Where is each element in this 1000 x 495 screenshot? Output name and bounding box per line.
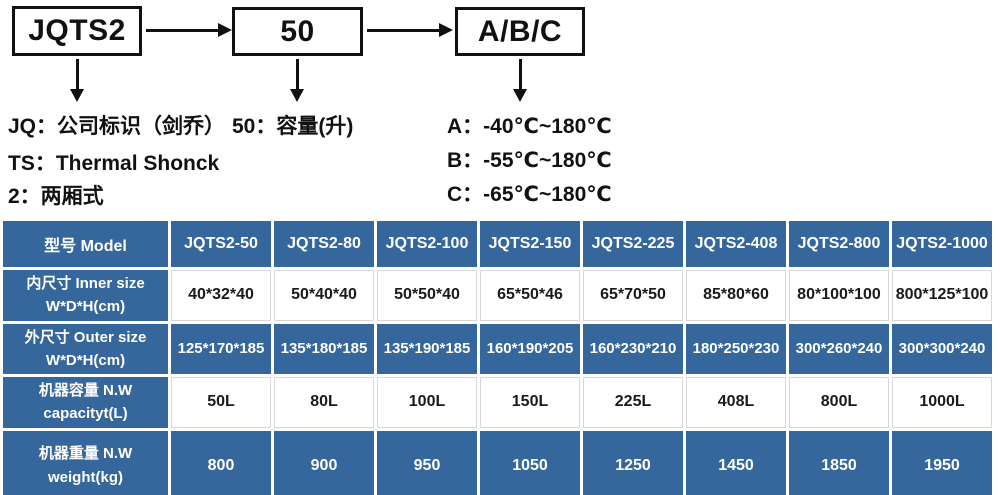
spec-value-cell: 1450 [686, 430, 786, 495]
arrow-right-icon [146, 29, 218, 32]
note-grade-a-range: A：-40℃~180℃ [447, 115, 612, 138]
header-model-label: 型号 Model [3, 221, 168, 267]
header-model-cell: JQTS2-150 [480, 221, 580, 267]
spec-value-cell: 135*190*185 [377, 323, 477, 374]
header-model-cell: JQTS2-50 [171, 221, 271, 267]
spec-value-cell: 1250 [583, 430, 683, 495]
diagram-box-capacity-label: 50 [280, 14, 315, 48]
spec-value-cell: 65*50*46 [480, 270, 580, 321]
arrow-down-icon [296, 59, 299, 90]
table-header-row: 型号 Model JQTS2-50 JQTS2-80 JQTS2-100 JQT… [3, 221, 992, 267]
spec-value-cell: 150L [480, 377, 580, 428]
note-grade-c-range: C：-65℃~180℃ [447, 183, 612, 206]
spec-value-cell: 80*100*100 [789, 270, 889, 321]
header-model-cell: JQTS2-408 [686, 221, 786, 267]
spec-value-cell: 50*40*40 [274, 270, 374, 321]
model-naming-diagram: JQTS2 50 A/B/C JQ：公司标识（剑乔） TS：Thermal Sh… [0, 0, 1000, 215]
weight-row: 机器重量 N.W weight(kg) 800 900 950 1050 125… [3, 430, 992, 495]
spec-value-cell: 800 [171, 430, 271, 495]
spec-value-cell: 65*70*50 [583, 270, 683, 321]
row-label-zh: 机器容量 N.W [38, 382, 133, 399]
spec-value-cell: 300*300*240 [892, 323, 992, 374]
spec-value-cell: 135*180*185 [274, 323, 374, 374]
header-model-cell: JQTS2-225 [583, 221, 683, 267]
spec-value-cell: 40*32*40 [171, 270, 271, 321]
spec-value-cell: 180*250*230 [686, 323, 786, 374]
spec-value-cell: 800*125*100 [892, 270, 992, 321]
spec-value-cell: 900 [274, 430, 374, 495]
arrow-down-head-icon [290, 89, 304, 102]
spec-value-cell: 1000L [892, 377, 992, 428]
spec-value-cell: 160*190*205 [480, 323, 580, 374]
note-2-meaning: 2：两厢式 [8, 185, 104, 208]
note-grade-b-range: B：-55℃~180℃ [447, 149, 612, 172]
spec-value-cell: 300*260*240 [789, 323, 889, 374]
row-label-cell: 内尺寸 Inner size W*D*H(cm) [3, 270, 168, 321]
row-label-cell: 外尺寸 Outer size W*D*H(cm) [3, 323, 168, 374]
spec-value-cell: 1050 [480, 430, 580, 495]
spec-value-cell: 950 [377, 430, 477, 495]
diagram-box-temp-grade: A/B/C [455, 7, 585, 56]
spec-value-cell: 50*50*40 [377, 270, 477, 321]
row-label-cell: 机器容量 N.W capacityt(L) [3, 377, 168, 428]
row-label-zh: 内尺寸 Inner size [26, 275, 145, 292]
spec-value-cell: 85*80*60 [686, 270, 786, 321]
capacity-row: 机器容量 N.W capacityt(L) 50L 80L 100L 150L … [3, 377, 992, 428]
outer-size-row: 外尺寸 Outer size W*D*H(cm) 125*170*185 135… [3, 323, 992, 374]
arrow-down-icon [519, 59, 522, 90]
spec-value-cell: 800L [789, 377, 889, 428]
spec-value-cell: 408L [686, 377, 786, 428]
arrow-right-head-icon [218, 23, 232, 37]
row-label-zh: 机器重量 N.W [38, 445, 133, 463]
row-label-en: W*D*H(cm) [45, 351, 126, 369]
header-model-cell: JQTS2-800 [789, 221, 889, 267]
diagram-box-brand: JQTS2 [12, 6, 142, 56]
arrow-down-head-icon [513, 89, 527, 102]
spec-value-cell: 225L [583, 377, 683, 428]
spec-table: 型号 Model JQTS2-50 JQTS2-80 JQTS2-100 JQT… [0, 218, 995, 495]
spec-value-cell: 100L [377, 377, 477, 428]
spec-value-cell: 80L [274, 377, 374, 428]
header-model-cell: JQTS2-1000 [892, 221, 992, 267]
header-model-cell: JQTS2-100 [377, 221, 477, 267]
diagram-box-capacity: 50 [232, 7, 363, 56]
diagram-box-temp-grade-label: A/B/C [477, 14, 563, 48]
inner-size-row: 内尺寸 Inner size W*D*H(cm) 40*32*40 50*40*… [3, 270, 992, 321]
spec-value-cell: 1850 [789, 430, 889, 495]
spec-value-cell: 160*230*210 [583, 323, 683, 374]
arrow-down-icon [76, 59, 79, 90]
spec-value-cell: 50L [171, 377, 271, 428]
arrow-right-head-icon [439, 23, 453, 37]
row-label-en: capacityt(L) [43, 405, 128, 423]
row-label-cell: 机器重量 N.W weight(kg) [3, 430, 168, 495]
arrow-right-icon [367, 29, 439, 32]
diagram-box-brand-label: JQTS2 [28, 14, 126, 47]
note-brand-meaning: JQ：公司标识（剑乔） [8, 115, 226, 138]
row-label-en: weight(kg) [48, 468, 123, 486]
spec-value-cell: 125*170*185 [171, 323, 271, 374]
note-capacity-meaning: 50：容量(升) [232, 115, 354, 138]
note-ts-meaning: TS：Thermal Shonck [8, 152, 220, 175]
row-label-zh: 外尺寸 Outer size [24, 328, 147, 346]
row-label-en: W*D*H(cm) [45, 298, 126, 316]
header-model-cell: JQTS2-80 [274, 221, 374, 267]
arrow-down-head-icon [70, 89, 84, 102]
spec-value-cell: 1950 [892, 430, 992, 495]
